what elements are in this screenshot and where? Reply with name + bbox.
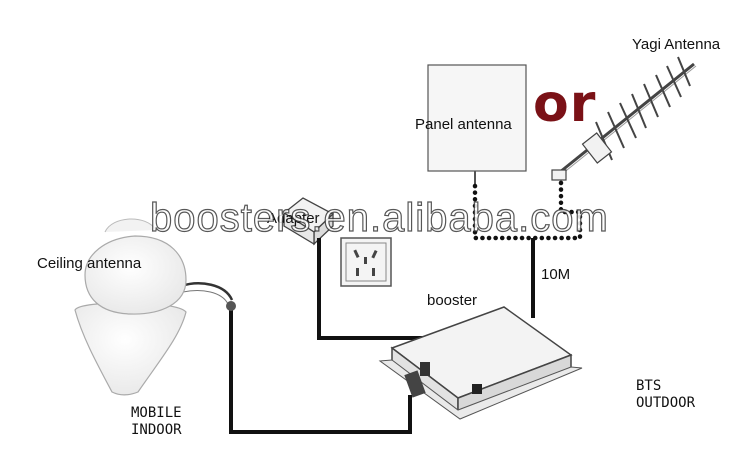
bts-line: BTS (636, 378, 662, 394)
ceiling-antenna-label: Ceiling antenna (37, 255, 142, 272)
indoor-coax-cable (229, 310, 412, 434)
booster-label: booster (427, 292, 478, 309)
mobile-line: MOBILE (131, 405, 182, 421)
cable-length-label: 10M (541, 266, 571, 283)
yagi-antenna-label: Yagi Antenna (632, 36, 721, 53)
adapter-label: Adapter (267, 210, 320, 227)
outdoor-line: OUTDOOR (636, 395, 696, 411)
wall-socket-icon (340, 237, 392, 287)
or-label: or (533, 74, 597, 134)
panel-antenna-label: Panel antenna (415, 116, 512, 133)
power-adapter-icon (282, 197, 335, 246)
antenna-feeder-cable (472, 177, 583, 241)
indoor-line: INDOOR (131, 422, 182, 438)
watermark-text: boosters.en.alibaba.com (149, 195, 609, 240)
mobile-indoor-label: MOBILE INDOOR (131, 405, 182, 439)
bts-outdoor-label: BTS OUTDOOR (636, 378, 695, 412)
yagi-antenna-icon (551, 56, 697, 181)
panel-antenna-icon (427, 64, 527, 186)
booster-device-icon (378, 306, 583, 420)
ceiling-antenna-icon (74, 218, 236, 396)
